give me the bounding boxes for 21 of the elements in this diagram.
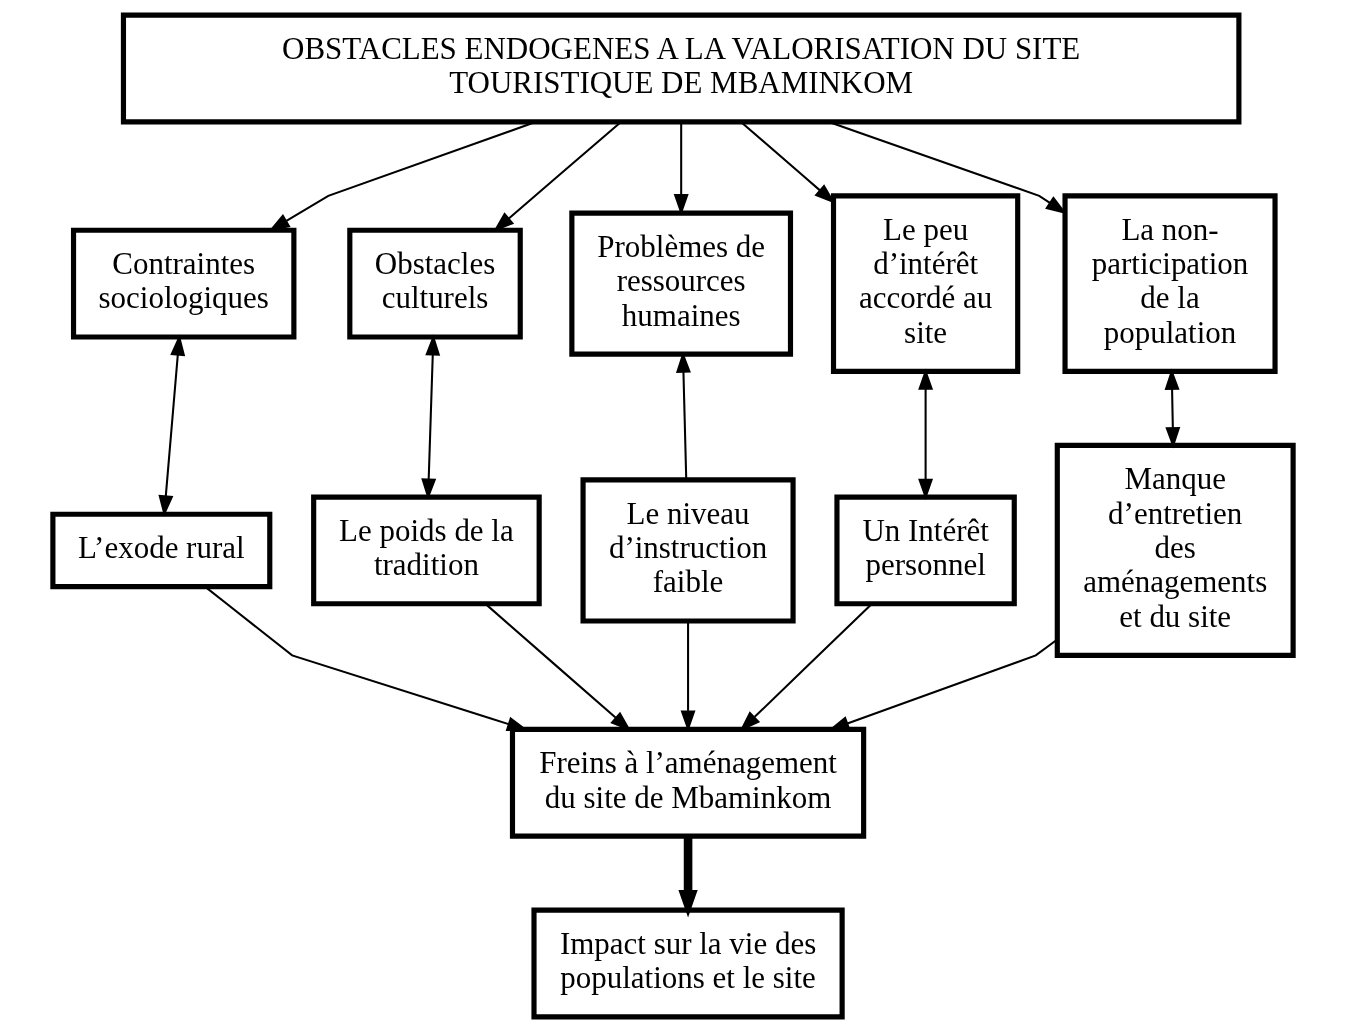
arrow xyxy=(678,836,698,918)
node-box: La non-participation de la population xyxy=(1062,193,1278,374)
node-box: Un Intérêt personnel xyxy=(834,494,1017,607)
arrow xyxy=(675,351,691,480)
node-box: Contraintes sociologiques xyxy=(70,227,297,340)
node-box: Manque d’entretien des aménagements et du site xyxy=(1054,442,1296,658)
node-box: Obstacles culturels xyxy=(347,227,523,340)
node-box: Le niveau d’instruction faible xyxy=(580,477,796,624)
node-box: Impact sur la vie des populations et le site xyxy=(531,907,845,1020)
node-box: OBSTACLES ENDOGENES A LA VALORISATION DU SITE TOURISTIQUE DE MBAMINKOM xyxy=(120,12,1242,125)
node-box: Le poids de la tradition xyxy=(311,494,542,607)
node-box: Le peu d’intérêt accordé au site xyxy=(830,193,1021,374)
arrow xyxy=(158,334,186,517)
arrow xyxy=(485,603,632,732)
arrow xyxy=(1164,368,1181,449)
arrow xyxy=(673,121,689,216)
node-box: L’exode rural xyxy=(50,511,273,590)
arrow xyxy=(421,334,441,500)
arrow xyxy=(918,368,934,501)
node-box: Freins à l’aménagement du site de Mbaminkom xyxy=(509,726,867,839)
node-box: Problèmes de ressources humaines xyxy=(569,210,794,357)
